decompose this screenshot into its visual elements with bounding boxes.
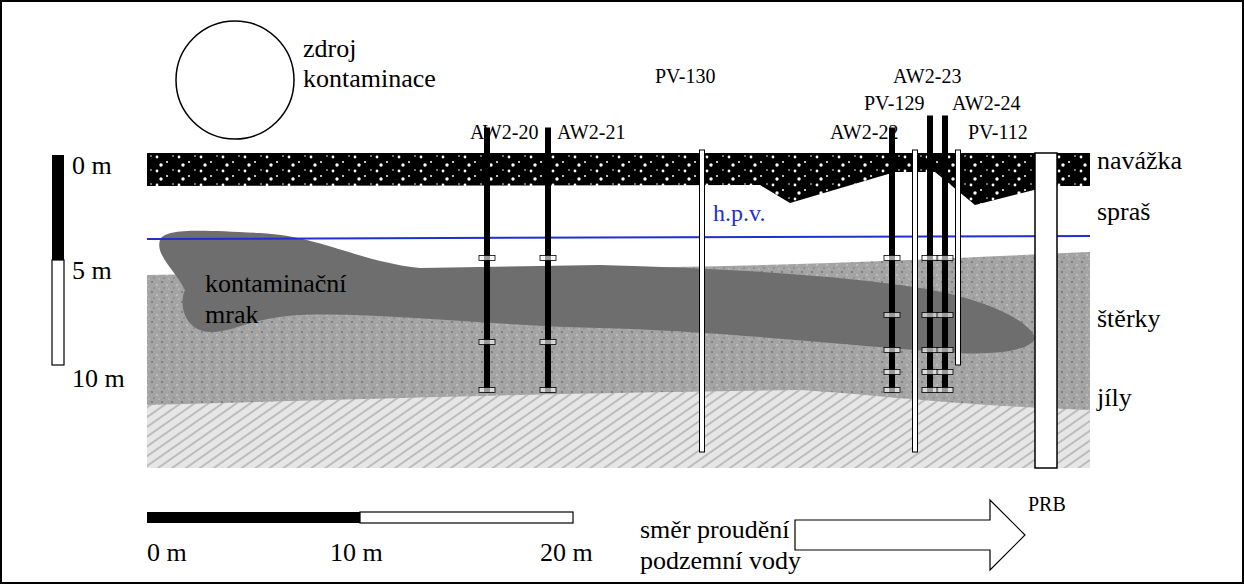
well-screen bbox=[479, 340, 495, 345]
well-screen bbox=[937, 348, 953, 353]
plume-shape: kontaminační mrak bbox=[150, 225, 1045, 365]
barrier-wall bbox=[1035, 153, 1057, 468]
well-screen bbox=[937, 256, 953, 261]
layer-name: spraš bbox=[1097, 197, 1150, 227]
well-label: AW2-22 bbox=[830, 121, 898, 144]
depth-scale-label: 0 m bbox=[72, 151, 112, 181]
well-screen bbox=[540, 340, 556, 345]
well-label: AW2-20 bbox=[470, 121, 538, 144]
well-screen bbox=[479, 256, 495, 261]
scale-bar bbox=[147, 512, 360, 523]
well-screen bbox=[540, 256, 556, 261]
well-screen bbox=[937, 370, 953, 375]
well-screen bbox=[922, 348, 938, 353]
well-screen bbox=[884, 388, 900, 393]
flow-arrow bbox=[795, 500, 1025, 570]
distance-scale-label: 20 m bbox=[540, 538, 593, 568]
layer-name: štěrky bbox=[1097, 304, 1161, 334]
source-circle bbox=[176, 21, 294, 139]
well bbox=[913, 150, 918, 452]
well-screen bbox=[937, 388, 953, 393]
scale-bar bbox=[52, 155, 64, 260]
water-table-label: h.p.v. bbox=[713, 200, 765, 228]
plume-shape bbox=[159, 231, 1035, 354]
loess-layer bbox=[147, 153, 1090, 468]
scale-bar bbox=[360, 512, 573, 523]
well-screen bbox=[884, 348, 900, 353]
node-outline bbox=[175, 20, 295, 140]
well-screen bbox=[922, 370, 938, 375]
well-screen bbox=[922, 313, 938, 318]
depth-scale-label: 10 m bbox=[72, 364, 125, 394]
well-screen bbox=[884, 313, 900, 318]
layer-name: navážka bbox=[1097, 146, 1182, 176]
well-screen bbox=[922, 256, 938, 261]
well bbox=[700, 150, 705, 452]
well-label: PV-130 bbox=[655, 65, 715, 88]
well-screen bbox=[884, 370, 900, 375]
well-label: AW2-21 bbox=[557, 121, 625, 144]
node-label: zdroj kontaminace bbox=[303, 34, 453, 94]
well bbox=[956, 150, 961, 365]
barrier-label: PRB bbox=[1028, 493, 1066, 516]
source-circle: zdroj kontaminace bbox=[175, 20, 295, 140]
flow-direction-label: směr proudění podzemní vody bbox=[640, 514, 820, 576]
distance-scale-label: 0 m bbox=[147, 538, 187, 568]
distance-scale-label: 10 m bbox=[330, 538, 383, 568]
layer-name: jíly bbox=[1097, 383, 1132, 413]
node-label: kontaminační mrak bbox=[205, 268, 375, 330]
well-screen bbox=[540, 388, 556, 393]
well-screen bbox=[937, 313, 953, 318]
well-label: PV-129 bbox=[864, 92, 924, 115]
well-label: AW2-24 bbox=[952, 92, 1020, 115]
made-ground-layer bbox=[147, 153, 1090, 205]
water-table-line bbox=[147, 236, 1090, 239]
well-screen bbox=[479, 388, 495, 393]
scale-bar bbox=[52, 260, 64, 365]
well-screen bbox=[884, 256, 900, 261]
well-label: AW2-23 bbox=[893, 65, 961, 88]
well-screen bbox=[922, 388, 938, 393]
well-label: PV-112 bbox=[968, 121, 1028, 144]
depth-scale-label: 5 m bbox=[72, 256, 112, 286]
